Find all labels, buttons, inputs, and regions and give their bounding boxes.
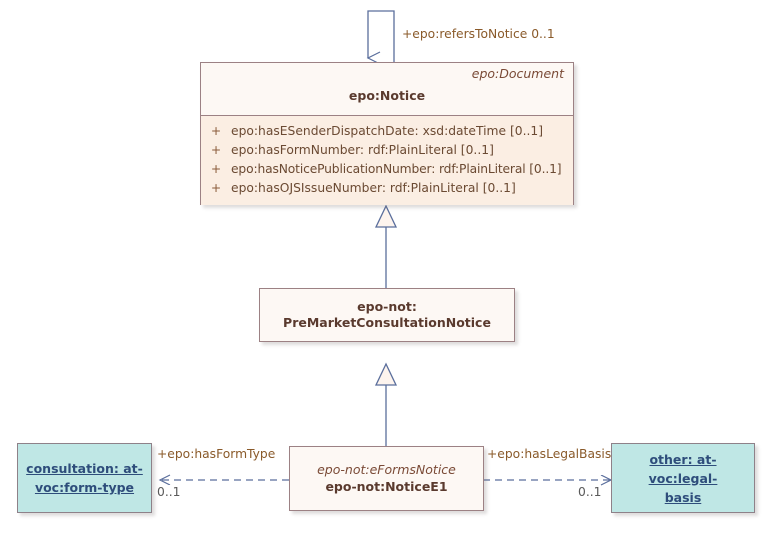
instance-node-form-type[interactable]: consultation: at- voc:form-type [17, 443, 152, 513]
attribute-row: + epo:hasOJSIssueNumber: rdf:PlainLitera… [201, 179, 573, 198]
instance-name-block: other: at-voc:legal- basis [612, 450, 754, 507]
edge-refers-to-notice [366, 10, 395, 65]
instance-name-line2: basis [664, 489, 702, 505]
instance-name-line2: voc:form-type [34, 480, 135, 495]
attribute-signature: epo:hasFormNumber: rdf:PlainLiteral [0..… [231, 143, 494, 157]
edge-generalization-noticee1-to-premarket [374, 362, 398, 446]
edge-label-has-legal-basis: +epo:hasLegalBasis [487, 447, 612, 461]
class-header-epo-notice: epo:Document epo:Notice [201, 63, 573, 115]
class-header-notice-e1: epo-not:eFormsNotice epo-not:NoticeE1 [290, 447, 483, 510]
class-node-premarket-consultation-notice[interactable]: epo-not: PreMarketConsultationNotice [259, 288, 515, 342]
edge-generalization-premarket-to-notice [374, 204, 398, 288]
edge-label-refers-to-notice: +epo:refersToNotice 0..1 [402, 27, 555, 41]
class-node-notice-e1[interactable]: epo-not:eFormsNotice epo-not:NoticeE1 [289, 446, 484, 511]
attribute-visibility: + [210, 162, 222, 176]
edge-multiplicity-has-legal-basis: 0..1 [578, 485, 602, 499]
instance-name-line1: consultation: at- [26, 461, 143, 476]
attribute-row: + epo:hasFormNumber: rdf:PlainLiteral [0… [201, 141, 573, 160]
instance-name-line1: other: at-voc:legal- [648, 451, 718, 486]
class-name: epo:Notice [348, 88, 426, 103]
class-attributes-compartment: + epo:hasESenderDispatchDate: xsd:dateTi… [201, 115, 573, 205]
attribute-signature: epo:hasOJSIssueNumber: rdf:PlainLiteral … [231, 181, 516, 195]
attribute-visibility: + [210, 124, 222, 138]
class-node-epo-notice[interactable]: epo:Document epo:Notice + epo:hasESender… [200, 62, 574, 205]
attribute-row: + epo:hasNoticePublicationNumber: rdf:Pl… [201, 160, 573, 179]
class-name: epo-not:NoticeE1 [325, 479, 448, 494]
instance-node-legal-basis[interactable]: other: at-voc:legal- basis [611, 443, 755, 513]
attribute-visibility: + [210, 143, 222, 157]
instance-name-block: consultation: at- voc:form-type [20, 459, 149, 497]
class-name-line2: PreMarketConsultationNotice [283, 315, 491, 330]
edge-multiplicity-has-form-type: 0..1 [157, 485, 181, 499]
attribute-row: + epo:hasESenderDispatchDate: xsd:dateTi… [201, 122, 573, 141]
edge-label-has-form-type: +epo:hasFormType [157, 447, 276, 461]
class-name-block: epo-not: PreMarketConsultationNotice [260, 299, 514, 331]
attribute-signature: epo:hasESenderDispatchDate: xsd:dateTime… [231, 124, 544, 138]
class-stereotype: epo-not:eFormsNotice [317, 462, 456, 477]
class-stereotype: epo:Document [471, 66, 564, 81]
class-name-line1: epo-not: [357, 299, 417, 314]
attribute-visibility: + [210, 181, 222, 195]
attribute-signature: epo:hasNoticePublicationNumber: rdf:Plai… [231, 162, 562, 176]
